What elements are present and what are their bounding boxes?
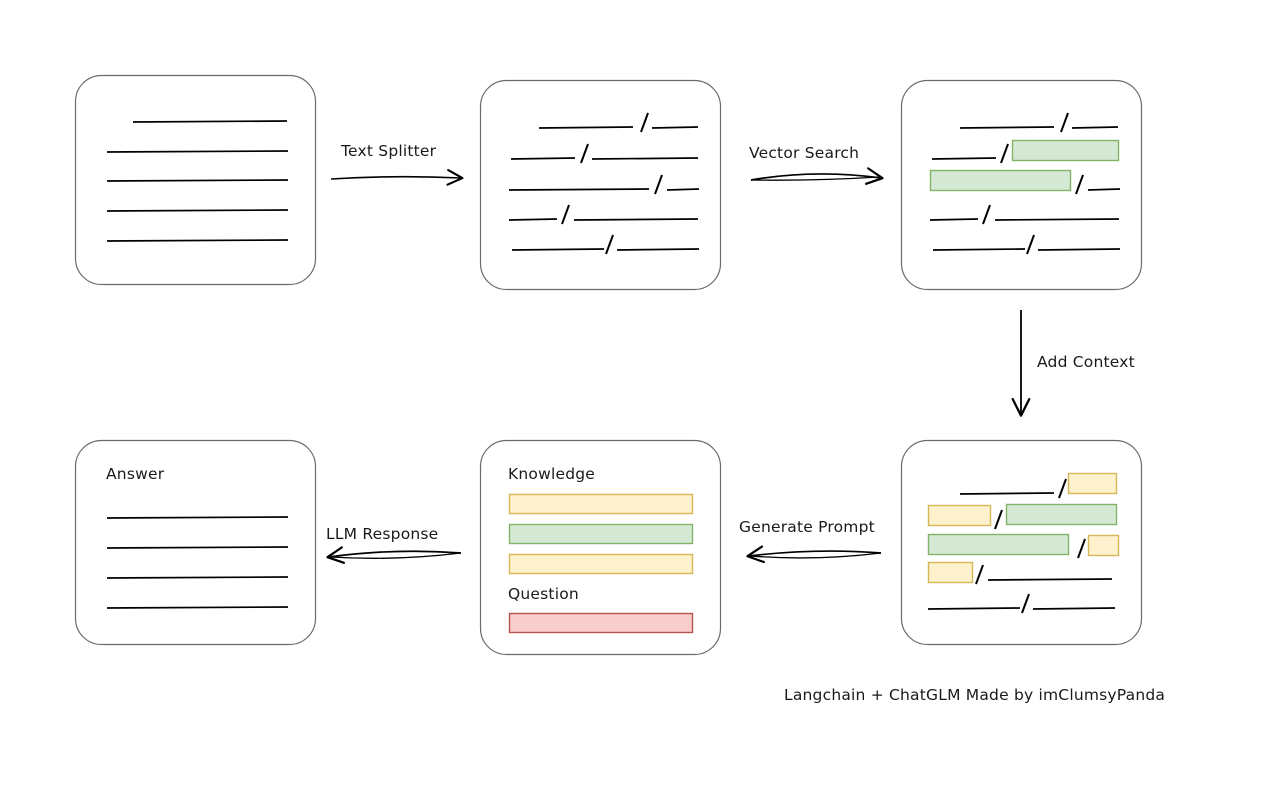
source-document-lines [106, 120, 289, 242]
knowledge-label: Knowledge [508, 465, 596, 483]
llm-response-arrow-line [326, 546, 462, 564]
question-bar-red [508, 612, 694, 634]
question-label: Question [508, 585, 579, 603]
knowledge-bar-yellow [508, 553, 694, 575]
split-chunks-lines [508, 112, 700, 255]
arrow-generate-prompt [746, 545, 882, 564]
footer-credit: Langchain + ChatGLM Made by imClumsyPand… [784, 686, 1166, 704]
arrow-label-add-context: Add Context [1037, 353, 1135, 371]
answer-box[interactable] [74, 439, 317, 646]
vector-search-arrow-line [750, 167, 884, 185]
split-chunks-frame [479, 79, 722, 291]
context-chunks-box[interactable] [900, 439, 1143, 646]
green-chip [927, 533, 1070, 556]
green-chip [1011, 139, 1120, 162]
split-chunks-box[interactable] [479, 79, 722, 291]
answer-label: Answer [106, 465, 165, 483]
arrow-llm-response [326, 546, 462, 564]
green-chip [929, 169, 1072, 192]
yellow-chip [927, 504, 992, 527]
answer-lines [106, 516, 289, 609]
knowledge-bar-green [508, 523, 694, 545]
green-chip [1005, 503, 1118, 526]
generate-prompt-arrow-line [746, 545, 882, 564]
retrieved-chunks-box[interactable] [900, 79, 1143, 291]
knowledge-bar-yellow [508, 493, 694, 515]
arrow-label-text-splitter: Text Splitter [341, 142, 437, 160]
context-chunks-lines [927, 478, 1116, 614]
llm-response-arrow-line2 [330, 552, 462, 559]
yellow-chip [1087, 534, 1120, 557]
arrow-text-splitter [330, 169, 464, 186]
answer-frame [74, 439, 317, 646]
prompt-box[interactable] [479, 439, 722, 656]
vector-search-arrow-line2 [750, 176, 880, 181]
arrow-vector-search [750, 167, 884, 185]
text-splitter-arrow-line [330, 169, 464, 186]
arrow-label-llm-response: LLM Response [326, 525, 439, 543]
yellow-chip [927, 561, 974, 584]
arrow-label-generate-prompt: Generate Prompt [739, 518, 875, 536]
generate-prompt-arrow-line2 [750, 552, 882, 559]
source-document-box[interactable] [74, 74, 317, 286]
retrieved-chunks-lines [929, 112, 1121, 255]
yellow-chip [1067, 472, 1118, 495]
arrow-label-vector-search: Vector Search [749, 144, 860, 162]
